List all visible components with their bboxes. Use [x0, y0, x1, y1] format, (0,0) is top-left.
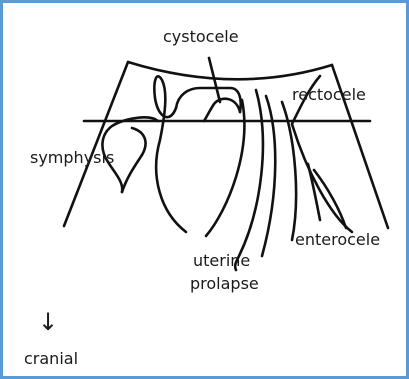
cystocele-wall: [204, 99, 240, 121]
label-enterocele: enterocele: [295, 230, 380, 249]
label-symphysis: symphysis: [30, 148, 114, 167]
field-left-edge: [64, 62, 128, 226]
symphysis-inner: [122, 128, 146, 192]
label-cystocele: cystocele: [163, 27, 239, 46]
label-prolapse: prolapse: [190, 274, 259, 293]
bladder-hook: [154, 76, 186, 232]
label-rectocele: rectocele: [292, 85, 366, 104]
label-uterine: uterine: [193, 251, 250, 270]
enterocele-line-1: [308, 164, 320, 220]
uterine-curve: [235, 90, 263, 270]
label-cranial: cranial: [24, 349, 78, 368]
direction-arrow: ↓: [38, 308, 58, 336]
